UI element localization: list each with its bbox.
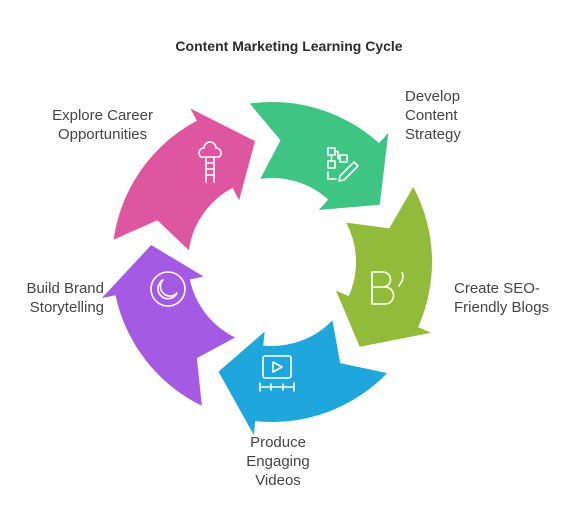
flowchart-edit-icon xyxy=(327,147,359,182)
seo-line-2: Friendly Blogs xyxy=(454,299,550,316)
videos-line-1: Produce xyxy=(250,434,306,451)
strategy-line-3: Strategy xyxy=(405,126,461,143)
cycle-arrow-brand xyxy=(101,245,236,406)
career-ladder-icon xyxy=(198,141,222,183)
step-label-seo: Create SEO- Friendly Blogs xyxy=(454,279,549,317)
brand-line-1: Build Brand xyxy=(26,280,104,297)
step-label-brand: Build Brand Storytelling xyxy=(26,279,104,317)
blog-b-icon xyxy=(371,271,404,305)
strategy-line-1: Develop xyxy=(405,88,461,105)
career-line-2: Opportunities xyxy=(57,126,148,143)
step-label-strategy: Develop Content Strategy xyxy=(405,87,461,144)
cycle-segments xyxy=(101,102,432,436)
cycle-arrow-strategy xyxy=(249,102,389,210)
cycle-arrow-videos xyxy=(218,320,388,436)
seo-line-1: Create SEO- xyxy=(454,280,540,297)
moon-storytelling-icon xyxy=(150,271,186,307)
step-label-videos: Produce Engaging Videos xyxy=(235,433,321,490)
videos-line-3: Videos xyxy=(255,472,301,489)
career-line-1: Explore Career xyxy=(52,107,153,124)
cycle-arrow-seo xyxy=(335,186,432,347)
video-play-icon xyxy=(259,355,295,392)
diagram-title: Content Marketing Learning Cycle xyxy=(175,38,403,54)
brand-line-2: Storytelling xyxy=(29,299,104,316)
step-label-career: Explore Career Opportunities xyxy=(52,106,153,144)
strategy-line-2: Content xyxy=(405,107,458,124)
videos-line-2: Engaging xyxy=(246,453,310,470)
cycle-arrow-career xyxy=(113,108,256,251)
